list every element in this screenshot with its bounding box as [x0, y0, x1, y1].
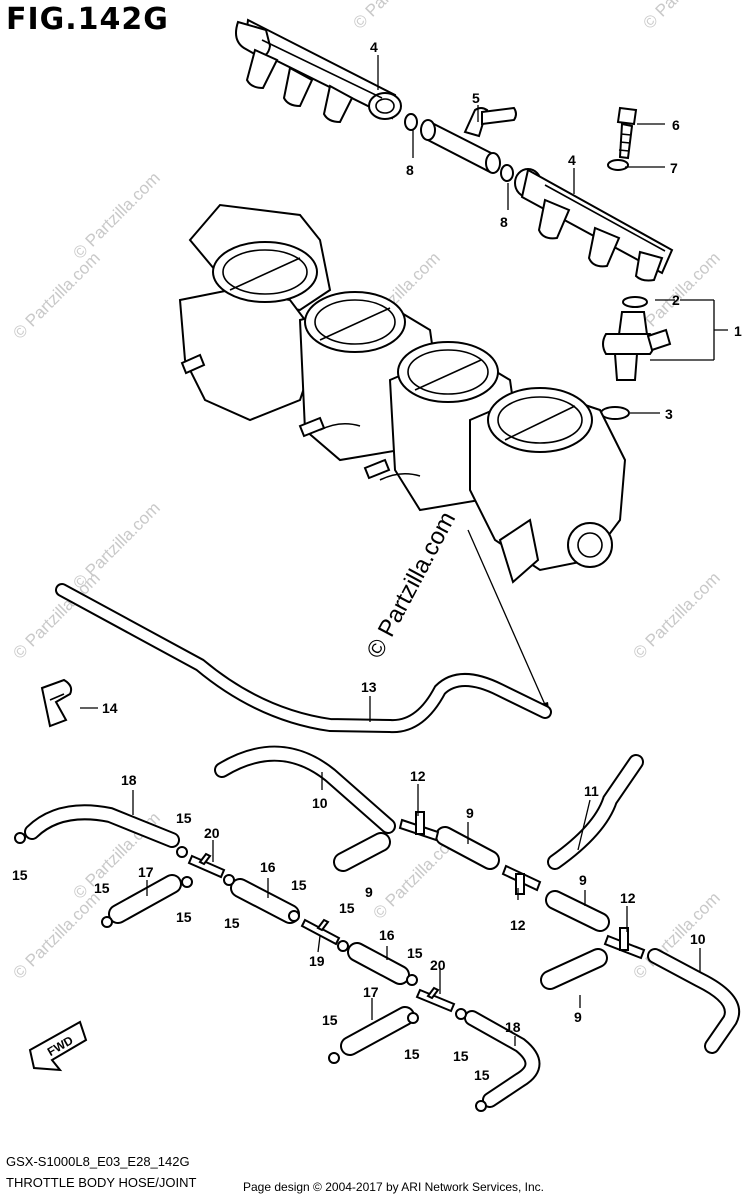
watermark: © Partzilla.com [629, 568, 723, 662]
hose-joint-20-lower[interactable] [415, 986, 456, 1013]
callout-14: 14 [102, 700, 118, 716]
callout-4: 4 [568, 152, 576, 168]
callout-17: 17 [363, 984, 379, 1000]
callout-labels: 1 2 3 4 4 5 6 7 8 8 9 9 9 9 10 10 11 12 … [12, 39, 742, 1083]
callout-6: 6 [672, 117, 680, 133]
hose-joint-19[interactable] [300, 918, 341, 946]
callout-10: 10 [690, 931, 706, 947]
hose-reference-line [467, 529, 551, 717]
callout-18: 18 [505, 1019, 521, 1035]
hose-inner [466, 1012, 539, 1106]
callout-15: 15 [453, 1048, 469, 1064]
callout-15: 15 [94, 880, 110, 896]
t-joint-middle[interactable] [501, 864, 542, 895]
watermark: © Partzilla.com [69, 498, 163, 592]
callout-12: 12 [510, 917, 526, 933]
callout-19: 19 [309, 953, 325, 969]
callout-16: 16 [260, 859, 276, 875]
callout-15: 15 [339, 900, 355, 916]
callout-13: 13 [361, 679, 377, 695]
callout-15: 15 [407, 945, 423, 961]
callout-8: 8 [406, 162, 414, 178]
washer[interactable] [607, 159, 629, 171]
bolt[interactable] [616, 106, 638, 160]
callout-7: 7 [670, 160, 678, 176]
callout-15: 15 [176, 810, 192, 826]
callout-8: 8 [500, 214, 508, 230]
callout-9: 9 [579, 872, 587, 888]
watermark: © Partzilla.com [9, 888, 103, 982]
callout-18: 18 [121, 772, 137, 788]
callout-20: 20 [204, 825, 220, 841]
fuel-delivery-pipe-upper[interactable] [235, 18, 402, 124]
callout-9: 9 [365, 884, 373, 900]
callout-15: 15 [322, 1012, 338, 1028]
callout-15: 15 [404, 1046, 420, 1062]
hose-clips[interactable] [14, 832, 487, 1112]
callout-15: 15 [12, 867, 28, 883]
watermark: © Partzilla.com [9, 248, 103, 342]
fuel-injector[interactable] [602, 311, 672, 381]
callout-4: 4 [370, 39, 378, 55]
watermark: © Partzilla.com [349, 0, 443, 33]
callout-2: 2 [672, 292, 680, 308]
callout-20: 20 [430, 957, 446, 973]
throttle-body-assembly[interactable] [178, 203, 627, 584]
watermark: © Partzilla.com [69, 168, 163, 262]
callout-17: 17 [138, 864, 154, 880]
hose-inner [216, 747, 394, 832]
hose-clamp-bracket[interactable] [40, 678, 73, 728]
hose-joint-20-upper[interactable] [187, 852, 226, 879]
section-name: THROTTLE BODY HOSE/JOINT [6, 1175, 197, 1190]
injector-o-ring-upper[interactable] [622, 296, 648, 308]
callout-15: 15 [474, 1067, 490, 1083]
model-code: GSX-S1000L8_E03_E28_142G [6, 1154, 190, 1169]
hose-inner [649, 950, 738, 1052]
hose-inner [26, 806, 178, 846]
callout-9: 9 [574, 1009, 582, 1025]
callout-15: 15 [291, 877, 307, 893]
short-hoses[interactable] [108, 826, 610, 1056]
figure-title: FIG.142G [6, 2, 169, 37]
t-joint-upper[interactable] [398, 811, 440, 842]
callout-12: 12 [410, 768, 426, 784]
callout-16: 16 [379, 927, 395, 943]
leader-lines [80, 55, 728, 1046]
hose-inner [549, 756, 642, 868]
callout-10: 10 [312, 795, 328, 811]
watermark-center: © Partzilla.com [361, 507, 461, 662]
o-ring-right[interactable] [500, 164, 514, 182]
forward-direction-arrow: FWD [28, 1020, 88, 1072]
callout-15: 15 [224, 915, 240, 931]
callout-5: 5 [472, 90, 480, 106]
callout-1: 1 [734, 323, 742, 339]
watermark: © Partzilla.com [639, 0, 733, 33]
callout-15: 15 [176, 909, 192, 925]
callout-12: 12 [620, 890, 636, 906]
callout-3: 3 [665, 406, 673, 422]
long-hose-inner [57, 585, 550, 732]
callout-11: 11 [584, 783, 599, 799]
t-joint-lower[interactable] [603, 927, 646, 960]
long-hose[interactable] [55, 583, 552, 734]
o-ring-left[interactable] [404, 113, 418, 131]
fuel-joint-pipe[interactable] [420, 106, 517, 174]
injector-seal[interactable] [600, 406, 630, 420]
fuel-delivery-pipe-lower[interactable] [514, 168, 674, 282]
copyright-notice: Page design © 2004-2017 by ARI Network S… [243, 1180, 545, 1194]
callout-9: 9 [466, 805, 474, 821]
